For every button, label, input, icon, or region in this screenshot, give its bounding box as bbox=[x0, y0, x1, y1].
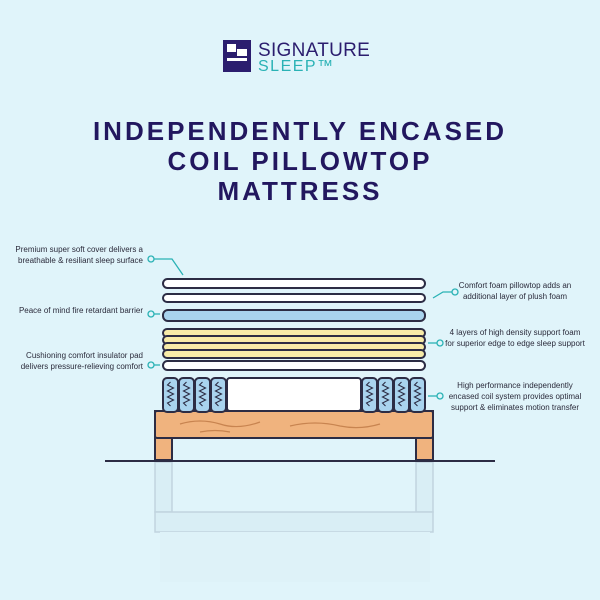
reflection bbox=[154, 461, 434, 582]
support-foam-layers bbox=[162, 328, 426, 359]
callout-support-foam: 4 layers of high density support foam fo… bbox=[445, 328, 585, 348]
callout-cover: Premium super soft cover delivers a brea… bbox=[15, 245, 143, 265]
insulator-pad-layer bbox=[162, 360, 426, 371]
callout-coil-system: High performance independently encased c… bbox=[448, 381, 582, 412]
bed-logo-icon bbox=[223, 40, 251, 72]
coil-system bbox=[162, 377, 426, 413]
fire-barrier-layer bbox=[162, 309, 426, 322]
page-title-line2: COIL PILLOWTOP bbox=[167, 146, 433, 176]
callout-fire-barrier: Peace of mind fire retardant barrier bbox=[18, 306, 143, 315]
bed-frame bbox=[154, 410, 434, 461]
brand-subname: SLEEP™ bbox=[258, 58, 335, 75]
page-title-line3: MATTRESS bbox=[217, 176, 383, 206]
callout-lines bbox=[147, 255, 459, 400]
callout-pillowtop: Comfort foam pillowtop adds an additiona… bbox=[458, 281, 572, 301]
center-foam-block bbox=[226, 377, 362, 412]
pillowtop-layer bbox=[162, 293, 426, 303]
cover-layer bbox=[162, 278, 426, 289]
callout-insulator: Cushioning comfort insulator pad deliver… bbox=[20, 351, 143, 371]
brand-name: SIGNATURE bbox=[258, 40, 371, 61]
page-title-line1: INDEPENDENTLY ENCASED bbox=[92, 116, 508, 146]
